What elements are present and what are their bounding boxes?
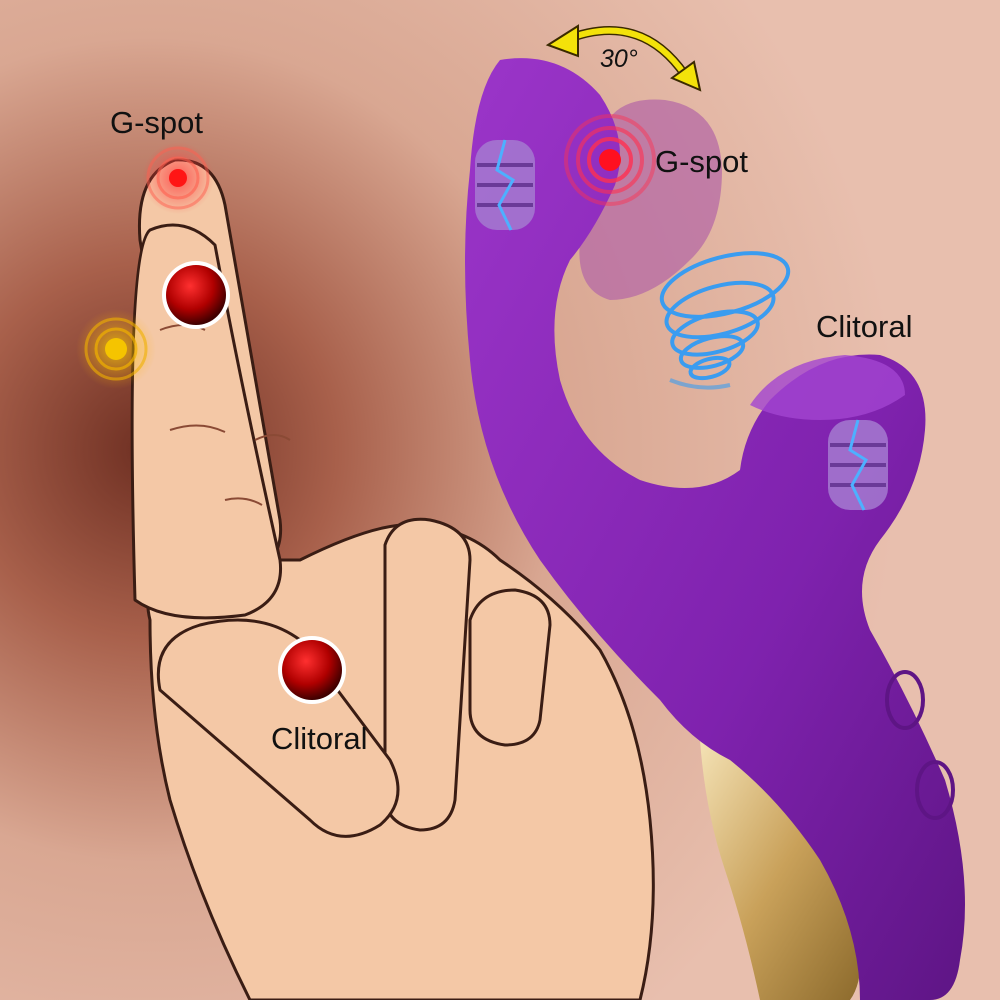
toy-gold-base [700,740,862,1000]
hand-external-marker [76,309,156,389]
toy-clitoral-head [750,355,905,420]
toy-button-lower [915,760,955,820]
hand-clitoral-marker-upper [162,261,230,329]
suction-waves-icon [659,251,791,390]
hand-clitoral-marker [278,636,346,704]
hand-pinky-finger [468,588,552,747]
rotation-angle-label: 30° [600,45,638,73]
toy-clitoral-label: Clitoral [816,309,913,344]
toy-body [465,58,965,1000]
hand-middle-finger [130,223,283,620]
toy-button-upper [885,670,925,730]
rotation-arrow-icon [545,24,702,92]
toy-gspot-label: G-spot [655,144,749,179]
toy-gspot-marker [564,114,656,206]
hand-icon [130,158,655,1000]
hand-gspot-marker [142,142,214,214]
vibration-motor-icon [475,139,888,511]
hand-ring-finger [383,517,472,832]
vibrator-icon [465,58,965,1000]
hand-gspot-label: G-spot [110,105,204,140]
hand-clitoral-label: Clitoral [271,721,368,756]
